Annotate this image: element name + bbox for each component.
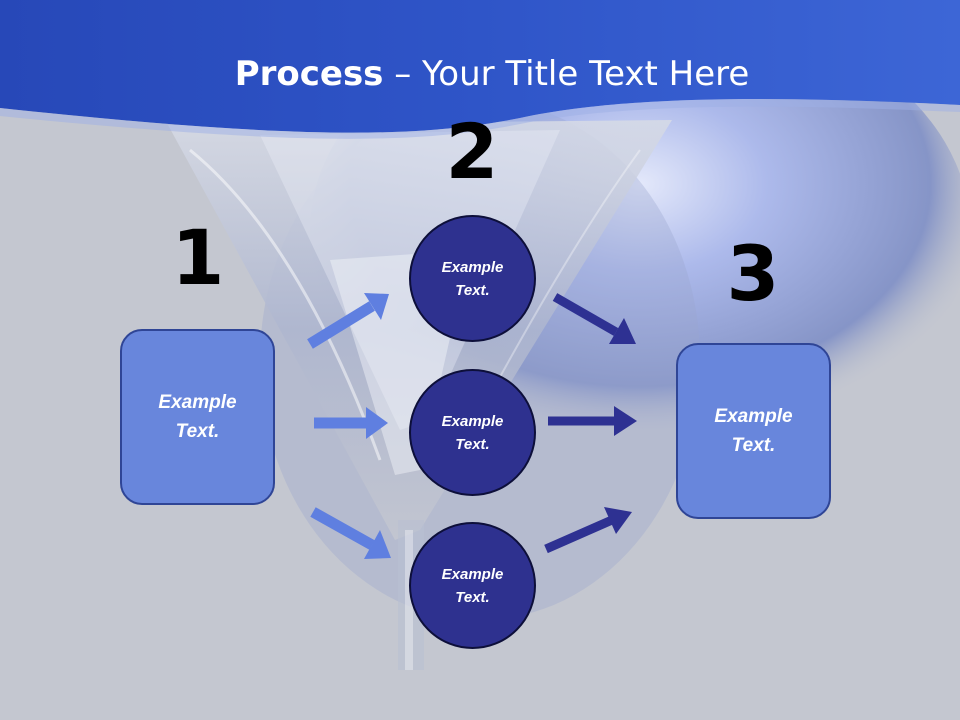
- arrow-from-circle-2-head: [614, 406, 637, 436]
- step-number-2: 2: [445, 107, 499, 196]
- right-box-line-2: Text.: [731, 435, 776, 456]
- title-rest: – Your Title Text Here: [383, 54, 750, 94]
- slide-title: Process – Your Title Text Here: [0, 52, 960, 96]
- left-box-text: Example Text.: [143, 388, 253, 446]
- arrow-from-circle-1: [552, 293, 619, 336]
- circle-3: Example Text.: [409, 522, 536, 649]
- circle-1: Example Text.: [409, 215, 536, 342]
- circle-2-line-2: Text.: [455, 435, 490, 453]
- right-arrows: [544, 293, 637, 554]
- circle-2: Example Text.: [409, 369, 536, 496]
- circle-2-text: Example Text.: [428, 410, 518, 456]
- left-box: Example Text.: [120, 329, 275, 505]
- right-box-line-1: Example: [714, 406, 793, 427]
- circle-2-line-1: Example: [441, 412, 504, 430]
- right-box-text: Example Text.: [699, 402, 809, 460]
- circle-3-line-2: Text.: [455, 588, 490, 606]
- step-number-3: 3: [726, 229, 780, 318]
- left-box-line-1: Example: [158, 392, 237, 413]
- arrow-to-circle-3-head: [364, 530, 391, 559]
- arrow-to-circle-2-head: [366, 407, 388, 439]
- left-box-line-2: Text.: [175, 421, 220, 442]
- arrow-from-circle-1-head: [609, 318, 636, 344]
- circle-1-line-1: Example: [441, 258, 504, 276]
- arrow-from-circle-3-head: [604, 507, 632, 534]
- circle-1-line-2: Text.: [455, 281, 490, 299]
- arrow-from-circle-3: [544, 515, 614, 554]
- circle-1-text: Example Text.: [428, 256, 518, 302]
- circle-3-text: Example Text.: [428, 563, 518, 609]
- arrow-to-circle-1-head: [364, 293, 389, 320]
- arrow-to-circle-3: [310, 507, 375, 550]
- step-number-1: 1: [171, 213, 225, 302]
- arrow-to-circle-1: [307, 301, 375, 349]
- header-band: [0, 0, 960, 133]
- circle-3-line-1: Example: [441, 565, 504, 583]
- left-arrows: [307, 293, 391, 559]
- title-bold: Process: [234, 54, 384, 94]
- right-box: Example Text.: [676, 343, 831, 519]
